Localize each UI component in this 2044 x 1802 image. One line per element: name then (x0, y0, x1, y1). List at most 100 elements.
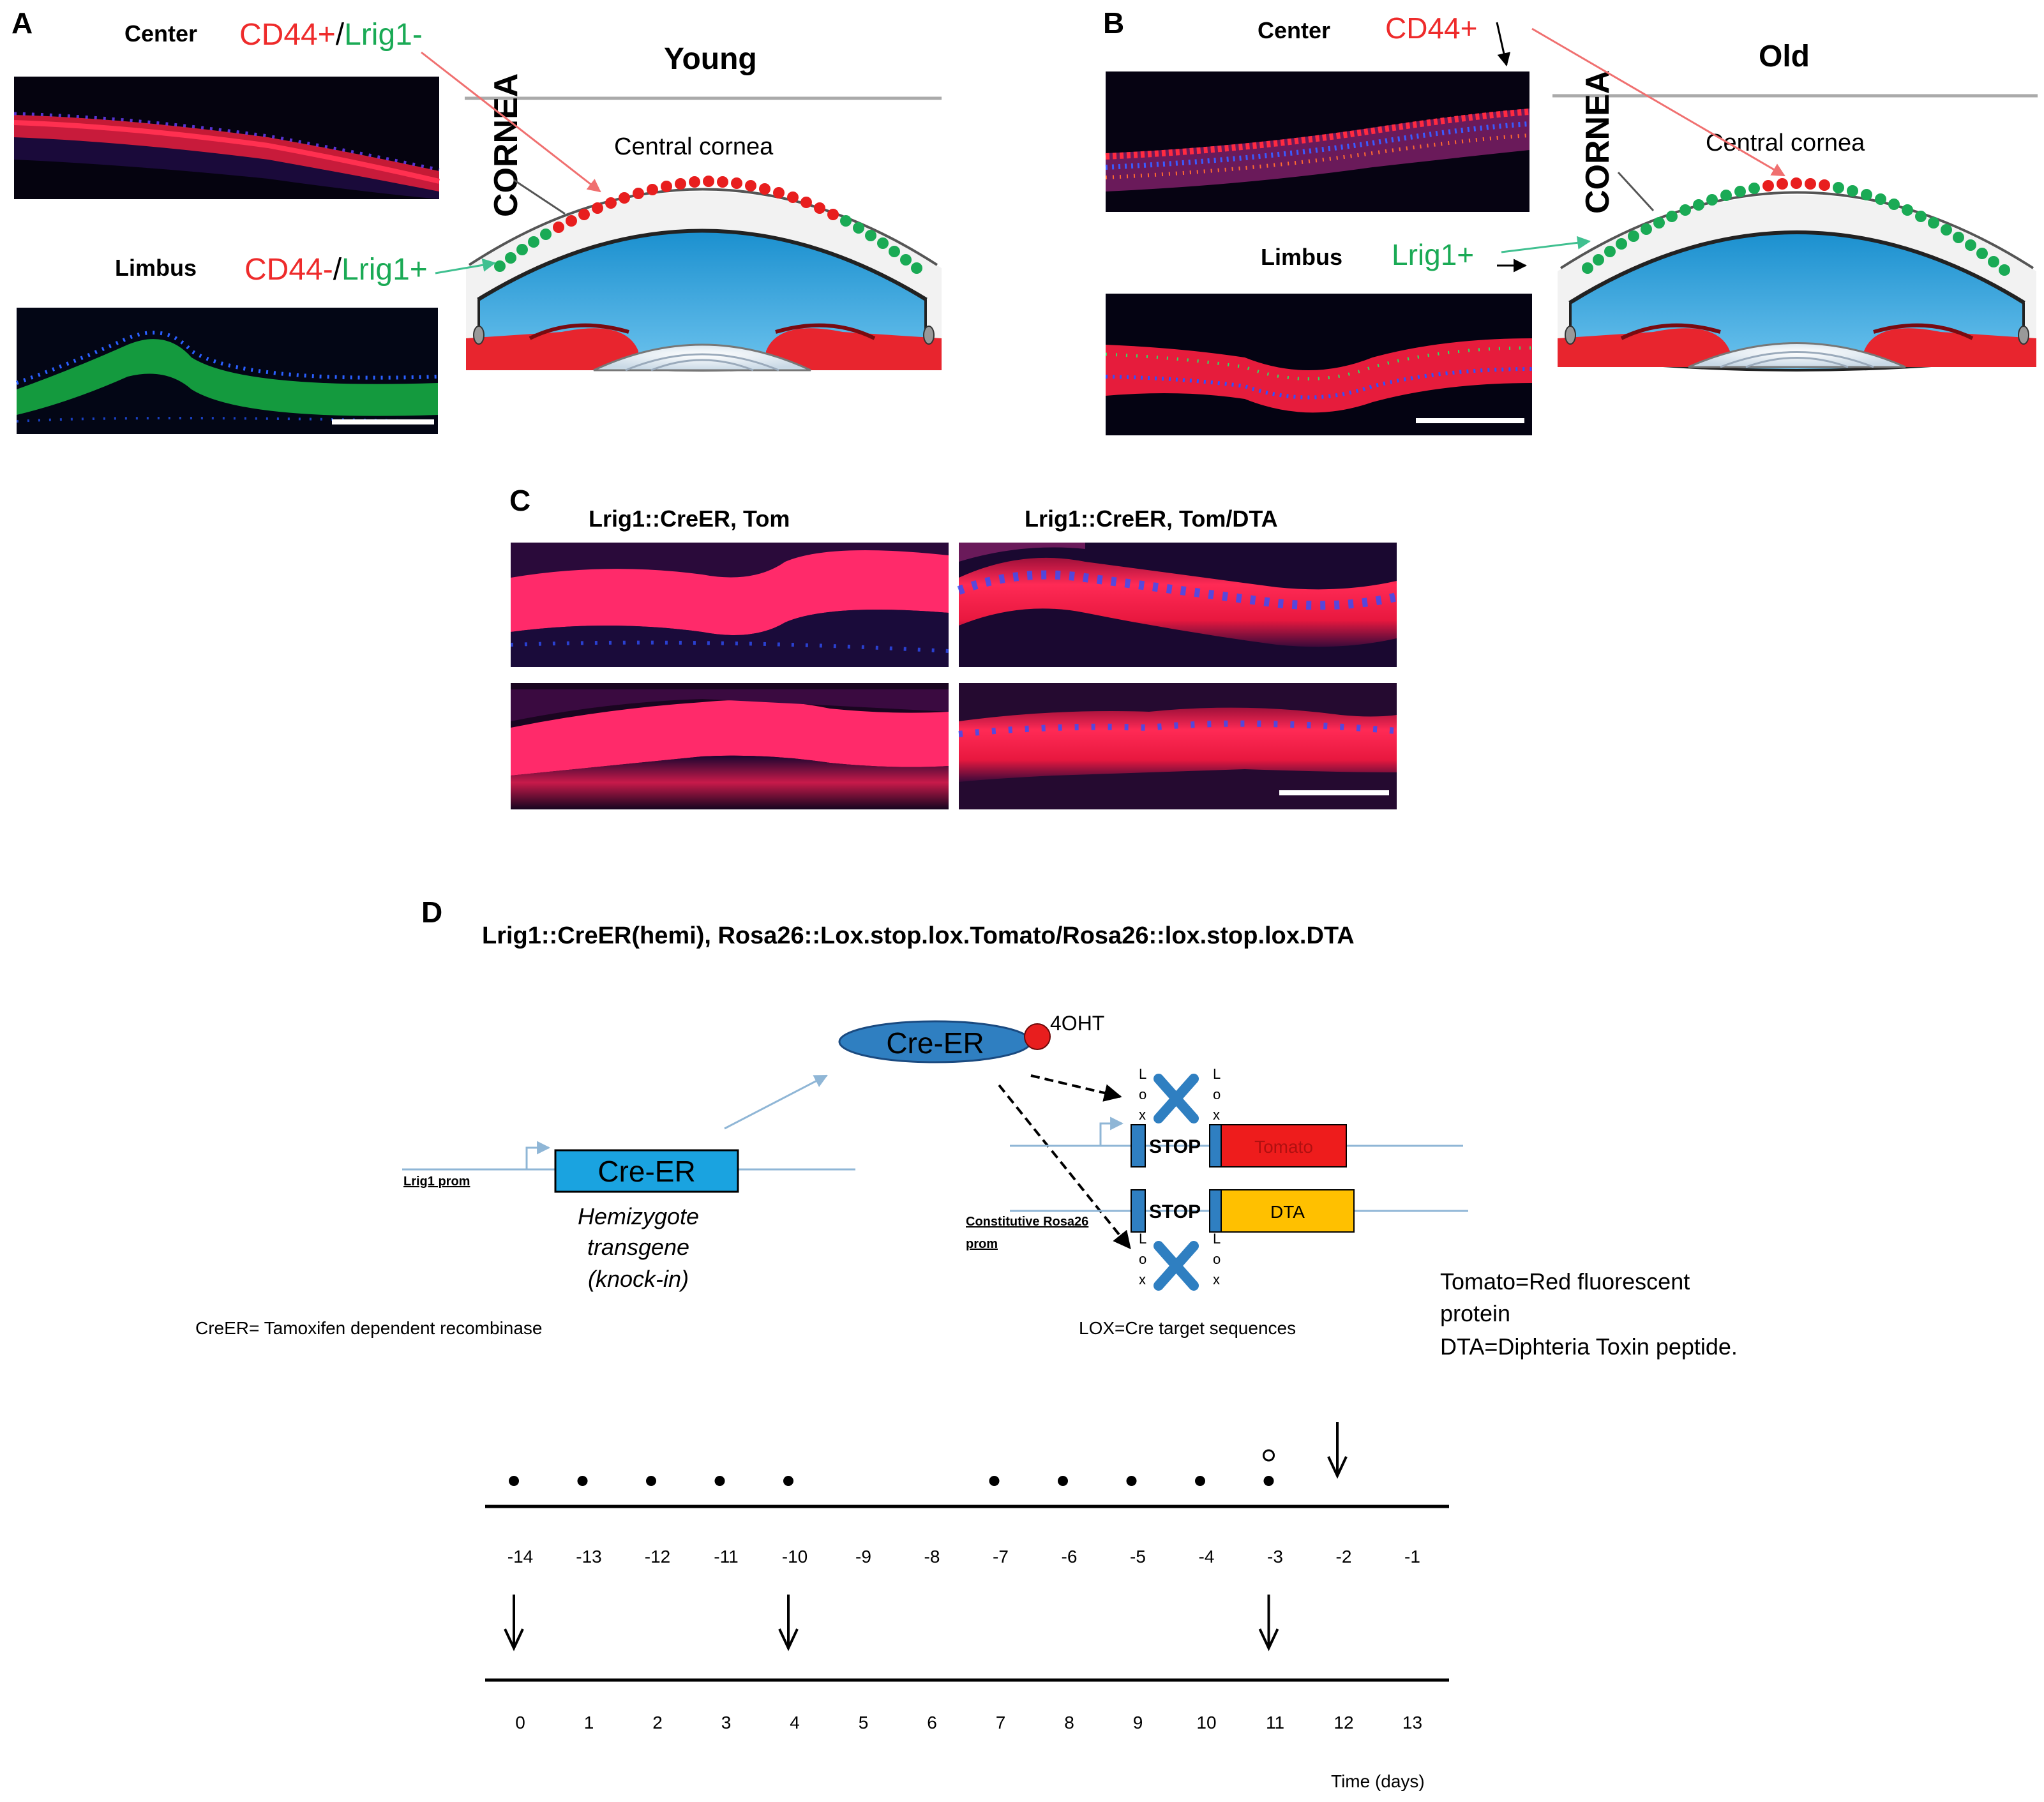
rosa26-constructs: L o x L o x STOP Tomato STOP DTA (966, 1066, 1468, 1338)
panel-b-center-label: Center (1258, 17, 1330, 43)
filled-dot (783, 1476, 793, 1486)
lox-letter-x-top-right: x (1213, 1107, 1220, 1123)
dta-box-label: DTA (1270, 1202, 1305, 1222)
timeline-top-tick-labels: -14-13-12-11-10-9-8-7-6-5-4-3-2-1 (507, 1547, 1420, 1566)
lrig1-transgene-construct: Cre-ER Lrig1 prom Hemizygote transgene (… (195, 1074, 855, 1338)
lox-definition: LOX=Cre target sequences (1079, 1318, 1296, 1338)
micrograph-b-center (1105, 71, 1530, 212)
cornea-epithelium-dots-old (1582, 177, 2010, 276)
panel-a-central-cornea-label: Central cornea (614, 133, 774, 160)
filled-dot (989, 1476, 1000, 1486)
timeline-bottom-tick: 8 (1064, 1713, 1074, 1732)
micrograph-a-limbus (15, 308, 439, 434)
timeline-top-tick: -2 (1336, 1547, 1352, 1566)
timeline-top-tick: -7 (993, 1547, 1009, 1566)
micrograph-c-tom-2 (511, 683, 949, 809)
timeline-bottom-tick: 7 (996, 1713, 1006, 1732)
panel-b-letter: B (1103, 6, 1124, 40)
cre-er-4oht-complex: Cre-ER 4OHT (838, 1012, 1131, 1250)
panel-d: D Lrig1::CreER(hemi), Rosa26::Lox.stop.l… (195, 896, 1738, 1791)
lox-letter-x-top-left: x (1139, 1107, 1146, 1123)
timeline-top-tick: -9 (855, 1547, 871, 1566)
lox-cross-bottom-icon (1154, 1241, 1199, 1291)
4oht-label: 4OHT (1050, 1012, 1104, 1035)
panel-a-cornea-label: CORNEA (488, 73, 525, 217)
legend-line1: Tomato=Red fluorescent (1440, 1268, 1690, 1295)
panel-b-age-label: Old (1759, 40, 1810, 73)
down-arrow-icon (504, 1595, 524, 1651)
open-dot (1263, 1449, 1275, 1462)
timeline-bottom-tick: 2 (652, 1713, 663, 1732)
filled-dot (1058, 1476, 1068, 1486)
filled-dot (577, 1476, 588, 1486)
down-arrow-icon (1258, 1595, 1279, 1651)
panel-b-center-marker: CD44+ (1385, 11, 1477, 45)
filled-dot (646, 1476, 656, 1486)
timeline-top-tick: -8 (924, 1547, 940, 1566)
scale-bar-c (1279, 790, 1389, 795)
timeline-bottom-tick: 4 (790, 1713, 800, 1732)
panel-b-central-cornea-label: Central cornea (1706, 130, 1865, 156)
panel-a: A Center CD44+/Lrig1- Limbus CD44-/Lrig1… (11, 6, 942, 434)
legend-definitions: Tomato=Red fluorescent protein DTA=Dipht… (1440, 1268, 1738, 1360)
transgene-line1: Hemizygote (578, 1203, 699, 1229)
panel-a-limbus-label: Limbus (115, 255, 197, 281)
micrograph-b-limbus (1105, 294, 1533, 435)
timeline-dots (509, 1449, 1275, 1486)
legend-line3: DTA=Diphteria Toxin peptide. (1440, 1333, 1738, 1360)
transgene-line2: transgene (587, 1234, 689, 1260)
timeline-bottom-tick: 9 (1133, 1713, 1143, 1732)
cre-er-transgene-label: Cre-ER (597, 1155, 695, 1188)
timeline-top-tick: -5 (1130, 1547, 1146, 1566)
panel-b-limbus-marker: Lrig1+ (1392, 238, 1474, 271)
eye-diagram-old: CORNEA Old Central cornea (1501, 27, 2038, 372)
lox-letter-l-bottom-left: L (1139, 1231, 1146, 1247)
panel-c-letter: C (509, 484, 530, 517)
down-arrow-icon (778, 1595, 799, 1651)
timeline-top-tick: -1 (1404, 1547, 1420, 1566)
timeline-top-tick: -6 (1062, 1547, 1078, 1566)
panel-b-cornea-label: CORNEA (1579, 70, 1616, 214)
lox-cross-top-icon (1154, 1074, 1199, 1123)
micrograph-a-center (13, 77, 440, 199)
panel-c-left-title: Lrig1::CreER, Tom (589, 506, 790, 532)
panel-b-limbus-label: Limbus (1261, 244, 1342, 270)
timeline-top-tick: -4 (1199, 1547, 1215, 1566)
down-arrow-icon (1327, 1422, 1348, 1479)
timeline-bottom-tick: 5 (859, 1713, 869, 1732)
lrig1-prom-label: Lrig1 prom (403, 1175, 470, 1189)
scale-bar-a (332, 419, 434, 424)
micrograph-c-tom-1 (510, 543, 949, 667)
eye-diagram-young: CORNEA Young Central cornea (421, 42, 942, 372)
timeline-bottom-tick: 10 (1196, 1713, 1216, 1732)
rosa-prom-line2: prom (966, 1237, 998, 1251)
lox-letter-l-bottom-right: L (1213, 1231, 1221, 1247)
cornea-epithelium-dots-young (494, 176, 922, 274)
panel-d-genotype: Lrig1::CreER(hemi), Rosa26::Lox.stop.lox… (482, 922, 1355, 949)
stop-label-tomato: STOP (1149, 1136, 1201, 1157)
timeline-top-tick: -14 (507, 1547, 533, 1566)
timeline-top-tick: -3 (1267, 1547, 1283, 1566)
micrograph-c-tomdta-1 (957, 543, 1398, 667)
legend-line2: protein (1440, 1300, 1510, 1326)
timeline-top-tick: -10 (782, 1547, 808, 1566)
panel-a-center-markers: CD44+/Lrig1- (239, 18, 423, 52)
dta-box (1221, 1189, 1355, 1233)
panel-a-limbus-markers: CD44-/Lrig1+ (244, 253, 428, 287)
panel-a-age-label: Young (664, 42, 757, 76)
lox-letter-o-top-left: o (1139, 1086, 1146, 1102)
lox-letter-l-top-left: L (1139, 1066, 1146, 1082)
transgene-line3: (knock-in) (588, 1266, 689, 1292)
lox-letter-o-bottom-right: o (1213, 1251, 1221, 1267)
stop-label-dta: STOP (1149, 1201, 1201, 1222)
timeline-bottom-tick: 6 (927, 1713, 937, 1732)
filled-dot (509, 1476, 519, 1486)
panel-b: B Center CD44+ Limbus Lrig1+ CORNEA Old … (1103, 6, 2038, 435)
timeline-bottom-tick: 11 (1266, 1713, 1284, 1732)
scale-bar-b (1416, 418, 1524, 423)
lox-letter-l-top-right: L (1213, 1066, 1221, 1082)
filled-dot (1195, 1476, 1205, 1486)
timeline-bottom-tick: 1 (584, 1713, 594, 1732)
